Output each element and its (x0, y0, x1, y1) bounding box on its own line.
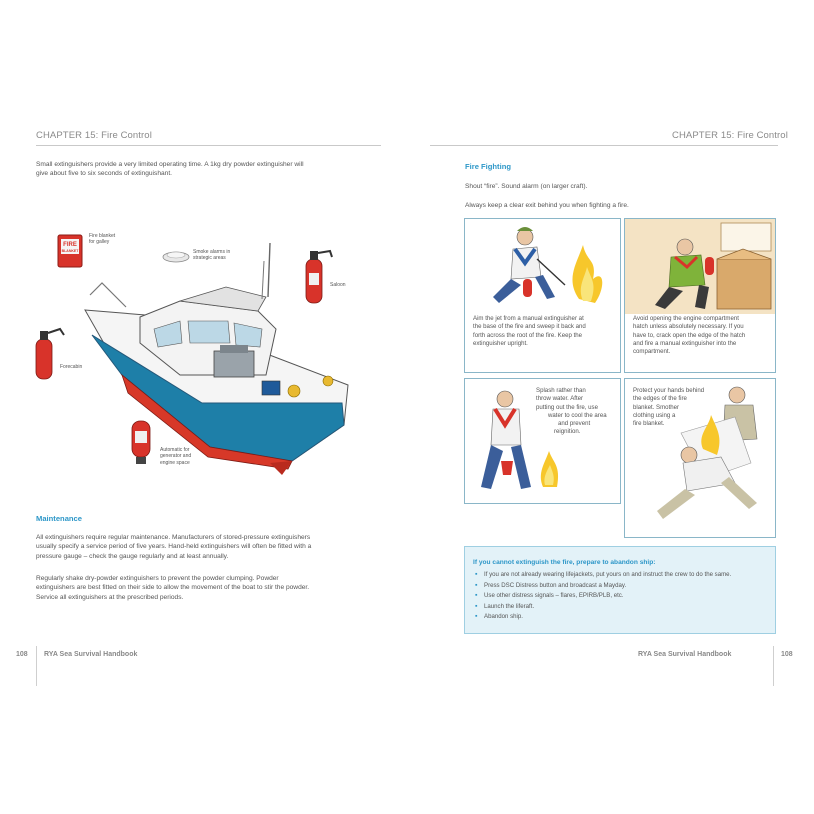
list-item-text: If you are not already wearing lifejacke… (484, 571, 732, 578)
caption-line: fire blanket. (633, 420, 665, 428)
fire-blanket-label: Fire blanket for galley (89, 233, 115, 246)
saloon-label: Saloon (330, 282, 346, 288)
right-footer-title: RYA Sea Survival Handbook (638, 651, 732, 658)
left-page-number: 108 (16, 651, 28, 658)
abandon-ship-list: ▪ If you are not already wearing lifejack… (473, 570, 773, 623)
label-line: Smoke alarms in (193, 249, 231, 255)
list-item: ▪ If you are not already wearing lifejack… (473, 570, 773, 581)
panel-fire-blanket: Protect your hands behind the edges of t… (624, 378, 776, 538)
caption-line: putting out the fire, use (536, 403, 598, 411)
bullet-icon: ▪ (475, 581, 478, 589)
forecabin-label: Forecabin (60, 364, 83, 370)
maintenance-heading: Maintenance (36, 514, 82, 523)
panel-caption: Aim the jet from a manual extinguisher a… (473, 315, 586, 348)
caption-line: water to cool the area (548, 411, 607, 419)
panel-caption: Protect your hands behind the edges of t… (633, 387, 704, 428)
caption-line: Splash rather than (536, 387, 586, 394)
para-line: Regularly shake dry-powder extinguishers… (36, 575, 279, 582)
intro-line: give about five to six seconds of exting… (36, 170, 172, 178)
para-line: extinguishers are best fitted on their s… (36, 584, 310, 592)
engine-compartment-illustration (625, 219, 775, 314)
list-item-text: Press DSC Distress button and broadcast … (484, 581, 627, 589)
label-line: strategic areas (193, 255, 226, 262)
saloon-extinguisher-icon (305, 249, 333, 304)
list-item-text: Abandon ship. (484, 613, 523, 620)
maintenance-paragraph-1: All extinguishers require regular mainte… (36, 533, 386, 561)
panel-engine-hatch: Avoid opening the engine compartment hat… (624, 218, 776, 373)
label-line: generator and (160, 453, 192, 460)
caption-line: Protect your hands behind (633, 387, 705, 394)
intro-line: Small extinguishers provide a very limit… (36, 161, 304, 168)
fire-blanket-icon: FIRE BLANKET (57, 234, 83, 268)
caption-line: hatch unless absolutely necessary. If yo… (633, 323, 744, 331)
maintenance-paragraph-2: Regularly shake dry-powder extinguishers… (36, 574, 386, 602)
caption-line: extinguisher upright. (473, 339, 528, 347)
clear-exit-line: Always keep a clear exit behind you when… (465, 202, 629, 209)
smoke-alarms-label: Smoke alarms in strategic areas (193, 249, 230, 262)
bullet-icon: ▪ (475, 602, 478, 610)
panel-aim-jet: Aim the jet from a manual extinguisher a… (464, 218, 621, 373)
automatic-extinguisher-icon (131, 420, 151, 464)
bullet-icon: ▪ (475, 571, 478, 578)
engine-icon (213, 345, 334, 398)
list-item-text: Use other distress signals – flares, EPI… (484, 592, 624, 599)
label-line: Fire blanket (89, 233, 116, 239)
fire-blanket-sign-line-1: FIRE (63, 242, 77, 248)
man-with-bucket-illustration (481, 390, 559, 489)
caption-line: the edges of the fire (633, 395, 687, 403)
caption-line: blanket. Smother (633, 403, 680, 411)
shout-fire-line: Shout “fire”. Sound alarm (on larger cra… (465, 183, 588, 190)
list-item: ▪ Press DSC Distress button and broadcast… (473, 581, 773, 592)
label-line: Automatic for (160, 447, 190, 453)
automatic-extinguisher-label: Automatic for generator and engine space (160, 447, 191, 466)
right-header-rule (430, 145, 778, 146)
list-item-text: Launch the liferaft. (484, 602, 535, 610)
right-chapter-title: CHAPTER 15: Fire Control (672, 130, 788, 141)
caption-line: clothing using a (633, 411, 676, 419)
para-line: Service all extinguishers at the prescri… (36, 593, 184, 601)
left-header-rule (36, 145, 381, 146)
caption-line: throw water. After (536, 395, 584, 403)
right-page-number: 108 (781, 651, 793, 658)
label-line: for galley (89, 239, 110, 246)
panel-splash-water: Splash rather than throw water. After pu… (464, 378, 621, 504)
para-line: pressure gauge – check the gauge regular… (36, 552, 229, 560)
bullet-icon: ▪ (475, 592, 478, 599)
caption-line: reignition. (554, 428, 581, 436)
list-item: ▪ Use other distress signals – flares, EP… (473, 591, 773, 602)
caption-line: have to, crack open the edge of the hatc… (633, 331, 746, 339)
smoke-alarm-icon (162, 251, 190, 263)
fire-blanket-sign-line-2: BLANKET (62, 249, 80, 253)
callout-title: If you cannot extinguish the fire, prepa… (473, 559, 656, 566)
man-with-extinguisher-illustration (493, 227, 603, 303)
left-footer-title: RYA Sea Survival Handbook (44, 651, 138, 658)
list-item: ▪ Launch the liferaft. (473, 602, 773, 613)
intro-paragraph: Small extinguishers provide a very limit… (36, 160, 381, 179)
panel-caption: Splash rather than throw water. After pu… (536, 387, 607, 437)
caption-line: and prevent (558, 420, 591, 428)
bullet-icon: ▪ (475, 613, 478, 620)
right-footer-rule (773, 646, 774, 686)
caption-line: Aim the jet from a manual extinguisher a… (473, 315, 584, 322)
fire-blanket-rescue-illustration (657, 386, 758, 519)
caption-line: compartment. (633, 348, 671, 356)
abandon-ship-callout: If you cannot extinguish the fire, prepa… (464, 546, 776, 634)
para-line: usually specify a service period of five… (36, 543, 312, 551)
caption-line: the base of the fire and sweep it back a… (473, 323, 586, 331)
list-item: ▪ Abandon ship. (473, 612, 773, 623)
panel-caption: Avoid opening the engine compartment hat… (633, 315, 745, 356)
left-chapter-title: CHAPTER 15: Fire Control (36, 130, 152, 141)
label-line: engine space (160, 459, 190, 466)
left-footer-rule (36, 646, 37, 686)
fire-fighting-heading: Fire Fighting (465, 162, 511, 171)
caption-line: and fire a manual extinguisher into the (633, 339, 737, 347)
para-line: All extinguishers require regular mainte… (36, 534, 311, 541)
caption-line: forth across the root of the fire. Keep … (473, 331, 583, 339)
boat-fire-safety-illustration: FIRE BLANKET (35, 234, 349, 475)
caption-line: Avoid opening the engine compartment (633, 315, 739, 322)
forecabin-extinguisher-icon (35, 327, 65, 380)
